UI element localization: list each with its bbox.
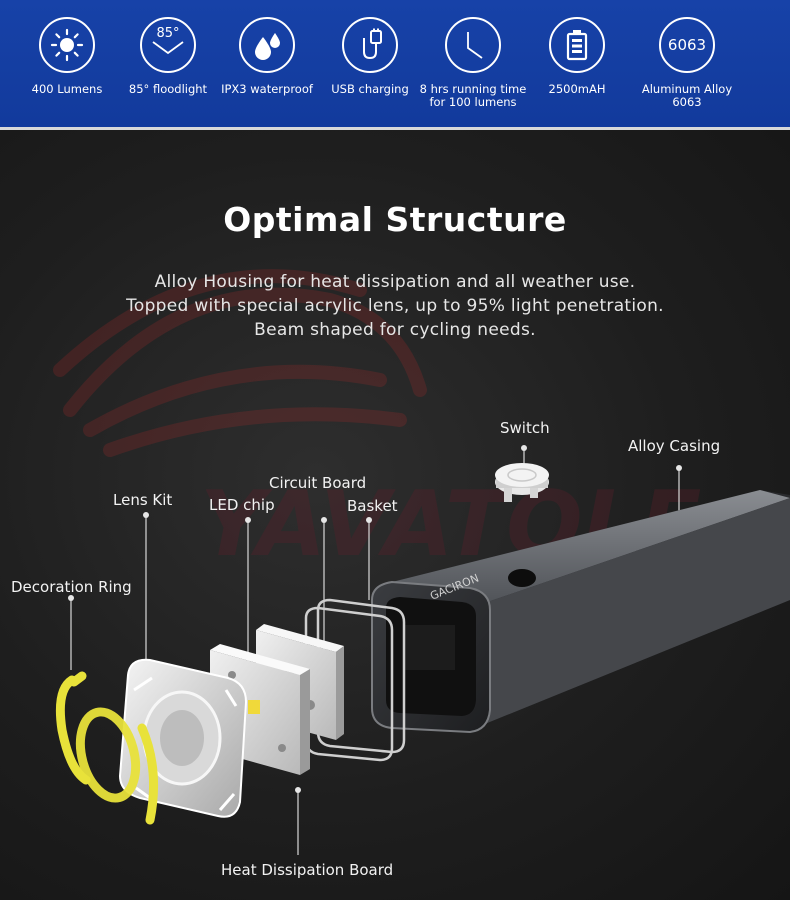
label-alloy-casing: Alloy Casing	[628, 437, 721, 455]
feature-label: Aluminum Alloy 6063	[641, 82, 733, 109]
label-decoration-ring: Decoration Ring	[11, 578, 132, 596]
angle-value: 85°	[156, 26, 180, 41]
water-drops-icon	[239, 17, 295, 73]
sun-icon	[39, 17, 95, 73]
clock-icon	[445, 17, 501, 73]
feature-lumens: 400 Lumens	[7, 17, 127, 96]
section-description-line: Alloy Housing for heat dissipation and a…	[154, 272, 636, 292]
feature-alloy: 6063 Aluminum Alloy 6063	[627, 17, 747, 109]
lens-kit-part	[118, 658, 248, 818]
floodlight-angle-icon: 85°	[140, 17, 196, 73]
feature-waterproof: IPX3 waterproof	[207, 17, 327, 96]
label-heat-dissipation-board: Heat Dissipation Board	[221, 861, 394, 879]
feature-banner: 400 Lumens 85° 85° floodlight IPX3 water…	[0, 0, 790, 130]
feature-label: 2500mAH	[548, 82, 606, 96]
structure-section: YAVATOLE Optimal Structure Alloy Housing…	[0, 130, 790, 900]
section-description-line: Beam shaped for cycling needs.	[254, 320, 536, 340]
feature-label: 8 hrs running time for 100 lumens	[419, 82, 527, 109]
section-title: Optimal Structure	[223, 200, 567, 239]
basket-part	[304, 598, 406, 762]
led-chip-part	[248, 700, 260, 714]
switch-part	[495, 463, 549, 502]
feature-usb: USB charging	[310, 17, 430, 96]
section-description-line: Topped with special acrylic lens, up to …	[126, 296, 664, 316]
feature-battery: 2500mAH	[517, 17, 637, 96]
decoration-ring-part	[55, 671, 159, 825]
feature-label: 400 Lumens	[31, 82, 103, 96]
feature-label: IPX3 waterproof	[221, 82, 313, 96]
feature-label: 85° floodlight	[128, 82, 208, 96]
feature-floodlight: 85° 85° floodlight	[108, 17, 228, 96]
label-switch: Switch	[500, 419, 550, 437]
label-basket: Basket	[347, 497, 398, 515]
alloy-casing-part: GACIRON	[371, 490, 790, 734]
alloy-grade: 6063	[667, 36, 707, 54]
label-led-chip: LED chip	[209, 496, 275, 514]
exploded-view-diagram: GACIRON	[55, 445, 790, 855]
feature-label: USB charging	[331, 82, 409, 96]
battery-icon	[549, 17, 605, 73]
label-circuit-board: Circuit Board	[269, 474, 367, 492]
alloy-badge-icon: 6063	[659, 17, 715, 73]
feature-runtime: 8 hrs running time for 100 lumens	[413, 17, 533, 109]
usb-plug-icon	[342, 17, 398, 73]
label-lens-kit: Lens Kit	[113, 491, 173, 509]
